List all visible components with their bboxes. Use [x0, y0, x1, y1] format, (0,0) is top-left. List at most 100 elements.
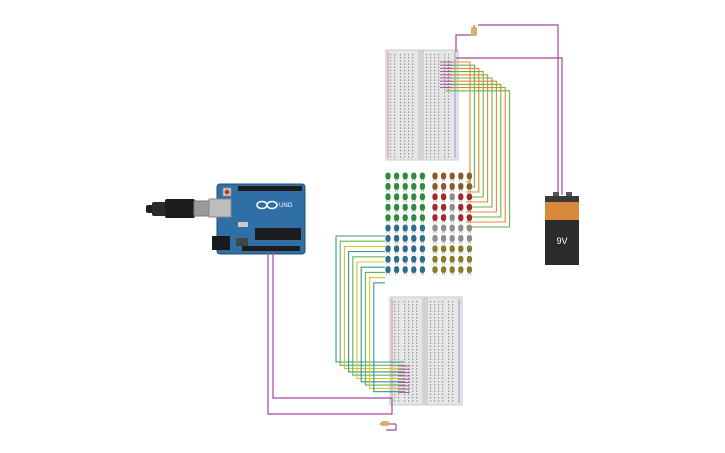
led[interactable] — [432, 224, 438, 234]
led[interactable] — [449, 245, 455, 255]
wire-battery-power[interactable] — [455, 24, 563, 195]
led[interactable] — [458, 214, 464, 224]
led[interactable] — [458, 224, 464, 234]
led[interactable] — [385, 214, 391, 224]
led[interactable] — [466, 255, 472, 265]
wires-matrix-to-bottom[interactable] — [335, 235, 410, 393]
led[interactable] — [449, 182, 455, 192]
led[interactable] — [411, 214, 417, 224]
led[interactable] — [385, 255, 391, 265]
led[interactable] — [419, 224, 425, 234]
led[interactable] — [449, 172, 455, 182]
led[interactable] — [441, 266, 447, 276]
led[interactable] — [441, 224, 447, 234]
led[interactable] — [449, 214, 455, 224]
resistor-bottom[interactable] — [380, 421, 397, 431]
led[interactable] — [458, 182, 464, 192]
led[interactable] — [402, 203, 408, 213]
analog-header[interactable] — [242, 246, 300, 251]
led[interactable] — [394, 182, 400, 192]
led[interactable] — [402, 266, 408, 276]
led[interactable] — [394, 234, 400, 244]
led[interactable] — [385, 245, 391, 255]
led[interactable] — [419, 203, 425, 213]
led[interactable] — [449, 224, 455, 234]
led[interactable] — [402, 224, 408, 234]
led[interactable] — [411, 234, 417, 244]
led[interactable] — [466, 182, 472, 192]
led[interactable] — [458, 203, 464, 213]
led[interactable] — [441, 255, 447, 265]
led[interactable] — [419, 193, 425, 203]
led[interactable] — [402, 172, 408, 182]
led[interactable] — [394, 224, 400, 234]
led[interactable] — [466, 193, 472, 203]
led[interactable] — [432, 266, 438, 276]
led[interactable] — [394, 255, 400, 265]
led[interactable] — [419, 182, 425, 192]
led[interactable] — [394, 172, 400, 182]
led[interactable] — [458, 234, 464, 244]
led[interactable] — [385, 182, 391, 192]
usb-port[interactable] — [208, 198, 232, 218]
arduino-board[interactable]: UNO — [208, 183, 306, 255]
led[interactable] — [466, 266, 472, 276]
led[interactable] — [411, 266, 417, 276]
led[interactable] — [441, 203, 447, 213]
breadboard-top[interactable] — [385, 49, 459, 161]
led[interactable] — [411, 182, 417, 192]
led[interactable] — [466, 224, 472, 234]
led[interactable] — [441, 182, 447, 192]
digital-header[interactable] — [238, 186, 302, 191]
led[interactable] — [458, 245, 464, 255]
led[interactable] — [449, 266, 455, 276]
breadboard-bottom[interactable] — [389, 296, 463, 406]
battery-9v[interactable]: 9V — [545, 192, 579, 265]
led[interactable] — [394, 266, 400, 276]
led[interactable] — [432, 182, 438, 192]
led[interactable] — [402, 234, 408, 244]
led[interactable] — [441, 214, 447, 224]
led[interactable] — [385, 193, 391, 203]
led[interactable] — [402, 255, 408, 265]
led[interactable] — [432, 234, 438, 244]
usb-cable[interactable] — [146, 199, 211, 218]
led[interactable] — [419, 255, 425, 265]
led[interactable] — [419, 266, 425, 276]
power-jack[interactable] — [212, 236, 230, 250]
led[interactable] — [411, 245, 417, 255]
led[interactable] — [419, 234, 425, 244]
led[interactable] — [419, 172, 425, 182]
led[interactable] — [394, 245, 400, 255]
led[interactable] — [449, 255, 455, 265]
led[interactable] — [449, 234, 455, 244]
led[interactable] — [385, 203, 391, 213]
led[interactable] — [458, 266, 464, 276]
led[interactable] — [466, 234, 472, 244]
led[interactable] — [458, 193, 464, 203]
led[interactable] — [411, 193, 417, 203]
led[interactable] — [466, 214, 472, 224]
led[interactable] — [394, 193, 400, 203]
led[interactable] — [466, 245, 472, 255]
led[interactable] — [402, 182, 408, 192]
led[interactable] — [394, 214, 400, 224]
wires-top-to-matrix[interactable] — [440, 61, 511, 228]
led[interactable] — [385, 234, 391, 244]
led[interactable] — [441, 172, 447, 182]
led[interactable] — [441, 193, 447, 203]
led[interactable] — [458, 255, 464, 265]
wire-arduino-gnd[interactable] — [267, 252, 393, 415]
led[interactable] — [466, 172, 472, 182]
led[interactable] — [411, 172, 417, 182]
led[interactable] — [432, 203, 438, 213]
led[interactable] — [449, 193, 455, 203]
led[interactable] — [385, 224, 391, 234]
led[interactable] — [411, 255, 417, 265]
led[interactable] — [449, 203, 455, 213]
led[interactable] — [402, 193, 408, 203]
led[interactable] — [419, 245, 425, 255]
led[interactable] — [441, 234, 447, 244]
led[interactable] — [402, 214, 408, 224]
led[interactable] — [411, 203, 417, 213]
